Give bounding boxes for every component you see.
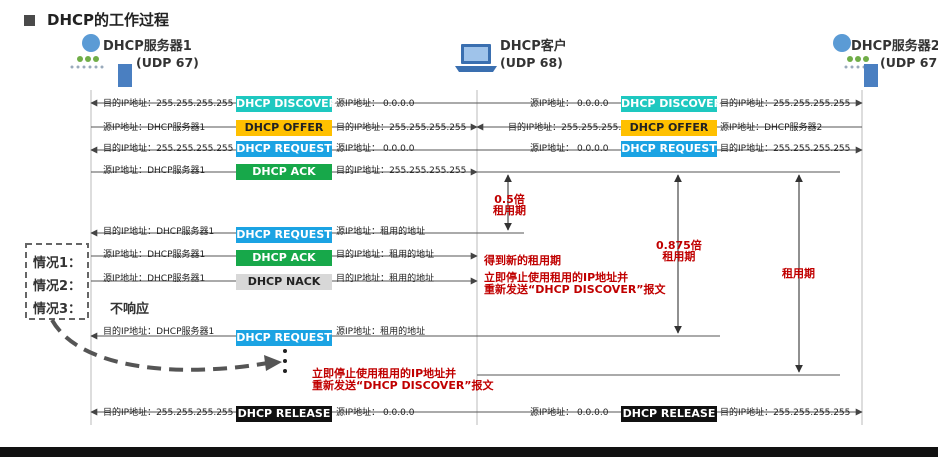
case-box: [25, 243, 89, 320]
client-port: (UDP 68): [500, 55, 563, 70]
msg-offer: DHCP OFFER: [236, 120, 332, 136]
msg-discover: DHCP DISCOVER: [236, 96, 338, 112]
msg-offer: DHCP OFFER: [621, 120, 717, 136]
addr-label: 源IP地址： 0.0.0.0: [530, 408, 609, 418]
case3-label: 情况3：: [33, 302, 82, 317]
client-name: DHCP客户: [500, 39, 567, 54]
no-response-label: 不响应: [110, 302, 150, 317]
stop-note-2: 立即停止使用租用的IP地址并重新发送“DHCP DISCOVER”报文: [312, 367, 494, 392]
server1-name: DHCP服务器1: [103, 39, 192, 54]
server1-port: (UDP 67): [136, 55, 199, 70]
msg-release: DHCP RELEASE: [236, 406, 332, 422]
addr-label: 源IP地址：DHCP服务器1: [103, 166, 206, 176]
addr-label: 目的IP地址：255.255.255.255: [720, 144, 851, 154]
msg-discover: DHCP DISCOVER: [621, 96, 723, 112]
page-title: DHCP的工作过程: [24, 9, 169, 30]
server2-port: (UDP 67): [880, 55, 938, 70]
addr-label: 源IP地址： 0.0.0.0: [336, 144, 415, 154]
server2-icon: [833, 34, 878, 87]
bottom-bar: [0, 447, 938, 457]
msg-request: DHCP REQUEST: [621, 141, 717, 157]
case3-curve: [50, 319, 269, 372]
addr-label: 目的IP地址：租用的地址: [336, 250, 435, 260]
addr-label: 目的IP地址：255.255.255.255: [336, 166, 467, 176]
msg-release: DHCP RELEASE: [621, 406, 717, 422]
addr-label: 源IP地址： 0.0.0.0: [530, 144, 609, 154]
addr-label: 目的IP地址：255.255.255.255: [336, 123, 467, 133]
msg-request: DHCP REQUEST: [236, 227, 332, 243]
875-lease-label: 0.875倍租用期: [656, 239, 702, 263]
addr-label: 目的IP地址：DHCP服务器1: [103, 327, 215, 337]
msg-ack: DHCP ACK: [236, 164, 332, 180]
addr-label: 目的IP地址：DHCP服务器1: [103, 227, 215, 237]
stop-note: 立即停止使用租用的IP地址并重新发送“DHCP DISCOVER”报文: [484, 271, 666, 296]
addr-label: 源IP地址：DHCP服务器1: [103, 250, 206, 260]
case2-label: 情况2：: [33, 279, 82, 294]
addr-label: 目的IP地址：255.255.255.255: [508, 123, 639, 133]
msg-nack: DHCP NACK: [236, 274, 332, 290]
msg-request: DHCP REQUEST: [236, 141, 332, 157]
addr-label: 源IP地址： 0.0.0.0: [336, 99, 415, 109]
server1-icon: [70, 34, 132, 87]
addr-label: 目的IP地址：255.255.255.255: [103, 144, 234, 154]
addr-label: 源IP地址：DHCP服务器1: [103, 123, 206, 133]
addr-label: 源IP地址：租用的地址: [336, 327, 426, 337]
laptop-icon: [455, 44, 497, 72]
half-lease-label: 0.5倍租用期: [493, 193, 526, 217]
msg-request: DHCP REQUEST: [236, 330, 332, 346]
addr-label: 源IP地址： 0.0.0.0: [336, 408, 415, 418]
addr-label: 目的IP地址：255.255.255.255: [720, 99, 851, 109]
case1-label: 情况1：: [33, 256, 82, 271]
addr-label: 源IP地址：租用的地址: [336, 227, 426, 237]
msg-ack: DHCP ACK: [236, 250, 332, 266]
addr-label: 目的IP地址：255.255.255.255: [103, 99, 234, 109]
addr-label: 源IP地址：DHCP服务器1: [103, 274, 206, 284]
addr-label: 源IP地址： 0.0.0.0: [530, 99, 609, 109]
lease-label: 租用期: [782, 267, 815, 280]
addr-label: 目的IP地址：255.255.255.255: [103, 408, 234, 418]
server2-name: DHCP服务器2: [851, 39, 938, 54]
addr-label: 目的IP地址：租用的地址: [336, 274, 435, 284]
addr-label: 目的IP地址：255.255.255.255: [720, 408, 851, 418]
new-lease-note: 得到新的租用期: [484, 254, 561, 267]
addr-label: 源IP地址：DHCP服务器2: [720, 123, 823, 133]
